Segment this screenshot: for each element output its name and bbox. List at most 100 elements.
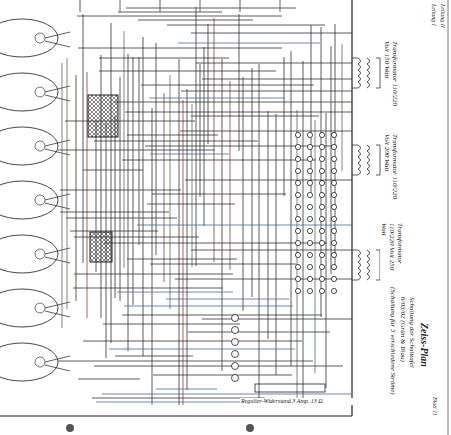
wire [99, 71, 276, 72]
wire [230, 81, 231, 270]
wire [178, 43, 320, 44]
wire [380, 145, 381, 175]
lamp-socket [35, 303, 45, 313]
terminal [307, 156, 312, 161]
terminal [319, 288, 324, 293]
wire [200, 0, 201, 12]
wire [188, 332, 330, 333]
transformer-coil [358, 58, 361, 64]
terminal [331, 132, 336, 137]
wire [45, 311, 70, 317]
lamp-socket [35, 87, 45, 97]
wire [118, 12, 222, 13]
transformer-coil [358, 274, 361, 280]
wire [124, 31, 125, 268]
wire [103, 324, 240, 325]
wire [99, 58, 229, 59]
terminal [295, 192, 300, 197]
terminal [331, 204, 336, 209]
transformer-coil [358, 76, 361, 82]
wire [67, 58, 68, 309]
terminal [307, 276, 312, 281]
terminal [307, 288, 312, 293]
switch-terminal [232, 375, 239, 382]
wire [133, 57, 134, 305]
wire [127, 135, 218, 136]
wire [240, 0, 241, 12]
terminal [319, 228, 324, 233]
label-text: Transformator 110/220 Volt 250 Watt [380, 222, 404, 282]
wire [45, 95, 70, 101]
wire [139, 57, 140, 245]
lamp-socket [35, 249, 45, 259]
wire [160, 0, 161, 12]
lamp-symbol [0, 343, 58, 381]
wire [45, 32, 70, 38]
terminal [295, 276, 300, 281]
wire [153, 375, 292, 376]
wire [150, 264, 296, 265]
terminal [295, 240, 300, 245]
wire [77, 16, 282, 17]
switch-terminal [232, 363, 239, 370]
lamp-socket [35, 195, 45, 205]
wire [128, 54, 129, 351]
label-text: Blatt 11 [431, 396, 438, 432]
wire [104, 243, 327, 244]
transformer-coil [358, 64, 361, 70]
terminal [295, 168, 300, 173]
terminal [307, 168, 312, 173]
transformer-coil [367, 151, 370, 157]
wire [83, 14, 84, 263]
wire [326, 113, 327, 388]
hatched-block [90, 232, 112, 262]
terminal [295, 252, 300, 257]
label-text: Transformator 110/220 Volt 150 Watt [383, 40, 399, 112]
wire [94, 141, 258, 142]
wire [58, 150, 215, 151]
wire [204, 47, 205, 226]
transformer-coil [358, 70, 361, 76]
wire [150, 154, 229, 155]
transformer-coil [358, 262, 361, 268]
wire [448, 0, 449, 435]
terminal [307, 144, 312, 149]
wire [156, 43, 157, 255]
terminal [319, 144, 324, 149]
lamp-symbol [0, 181, 58, 219]
transformer-coil [367, 169, 370, 175]
wire [45, 203, 70, 209]
terminal [295, 180, 300, 185]
wire [45, 194, 70, 200]
lamp-symbol [0, 235, 58, 273]
wire [351, 0, 352, 416]
label-text: (Schaltung für 3 verschiedene Ströme) [389, 286, 397, 428]
transformer-coil [367, 76, 370, 82]
wire [60, 190, 181, 191]
wire [284, 57, 285, 196]
wire [122, 160, 316, 161]
terminal [319, 276, 324, 281]
terminal [319, 192, 324, 197]
wire [208, 24, 209, 144]
terminal [331, 228, 336, 233]
terminal [319, 156, 324, 161]
wire [276, 114, 277, 375]
transformer-coil [367, 256, 370, 262]
switch-terminal [232, 327, 239, 334]
wire [152, 194, 286, 195]
terminal [319, 132, 324, 137]
wire [122, 315, 322, 316]
wire [76, 75, 77, 301]
wire [78, 48, 282, 49]
label-text: Leitung I [430, 3, 437, 45]
wire [83, 170, 143, 171]
switch-terminal [232, 315, 239, 322]
wire [138, 20, 253, 21]
wire [45, 257, 70, 263]
terminal [307, 204, 312, 209]
wire [115, 116, 116, 298]
transformer-coil [358, 256, 361, 262]
wire [202, 79, 352, 80]
wire [191, 33, 352, 34]
